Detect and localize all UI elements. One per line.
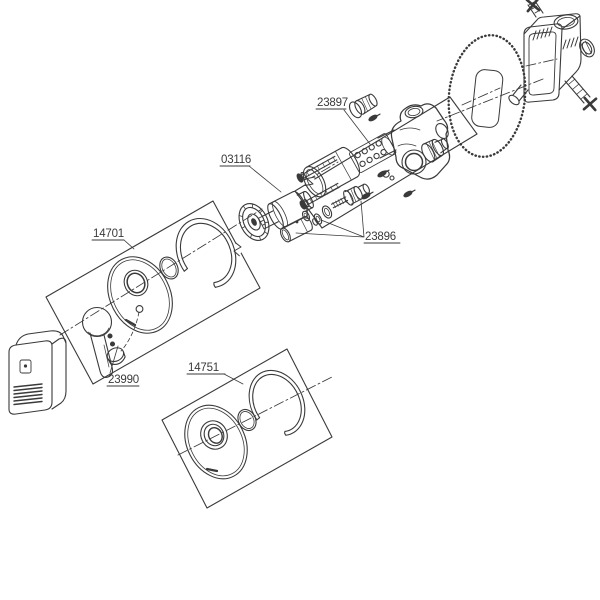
break-mark [231, 242, 243, 257]
thread-hatch [562, 36, 579, 50]
extension-tube [279, 216, 313, 243]
escutcheon-plate [107, 256, 173, 334]
set-screw [109, 341, 116, 347]
lever-handle [81, 306, 116, 378]
packaging-box [8, 330, 67, 415]
trim-group-14701 [81, 217, 237, 378]
boundary-14701 [45, 200, 261, 385]
leader-line [123, 239, 135, 250]
leader-line [109, 345, 119, 374]
leader-line [248, 165, 282, 193]
box-label [19, 359, 32, 374]
pipe-stub [525, 0, 544, 18]
cartridge-body [258, 190, 314, 230]
washer [313, 213, 323, 225]
side-port-cap [579, 38, 595, 58]
hidden-leader [120, 311, 140, 352]
leader-line [343, 109, 371, 145]
washer [301, 210, 311, 222]
labels: 23897 03116 14701 23990 14751 23896 [91, 97, 401, 387]
pipe-stub [564, 75, 598, 112]
leader-lines-23896 [295, 200, 365, 238]
part-label-14701: 14701 [93, 228, 124, 240]
end-cap-plug [421, 138, 449, 163]
part-label-03116: 03116 [221, 154, 251, 166]
valve-assembly-23897 [295, 93, 451, 226]
check-valve-plug [348, 93, 378, 119]
retaining-ring [248, 369, 306, 436]
mounting-screw [299, 182, 341, 210]
part-label-23897: 23897 [317, 97, 348, 109]
part-label-23896: 23896 [365, 231, 396, 243]
o-ring [159, 256, 179, 280]
set-screw [107, 333, 113, 339]
small-screw [361, 191, 374, 200]
seal-ring [389, 175, 395, 181]
stop-knob [553, 14, 579, 30]
small-screw [403, 189, 416, 198]
trim-group-14751 [184, 369, 306, 480]
washer [321, 205, 333, 219]
boundary-14751 [161, 348, 333, 509]
thread-hatch [532, 26, 553, 41]
boundary-23897 [294, 96, 478, 229]
cartridge-03116 [238, 190, 314, 241]
knurled-nut [238, 203, 270, 241]
group-boundaries [45, 96, 478, 509]
parts-23896 [279, 183, 370, 243]
pipe-stub [508, 84, 529, 106]
retaining-ring [175, 217, 237, 288]
small-screw [377, 169, 390, 178]
box-vent-lines [13, 383, 43, 406]
roughin-valve-box [508, 0, 598, 112]
part-label-14751: 14751 [188, 362, 219, 374]
part-label-23990: 23990 [108, 374, 139, 386]
leader-line [223, 373, 244, 385]
mounting-screw [296, 155, 338, 183]
escutcheon-plate [184, 404, 248, 480]
gasket-seal [447, 34, 527, 158]
washer [312, 218, 318, 226]
small-screw [368, 113, 381, 122]
button-cap-23990 [106, 347, 126, 365]
valve-body [377, 103, 451, 180]
